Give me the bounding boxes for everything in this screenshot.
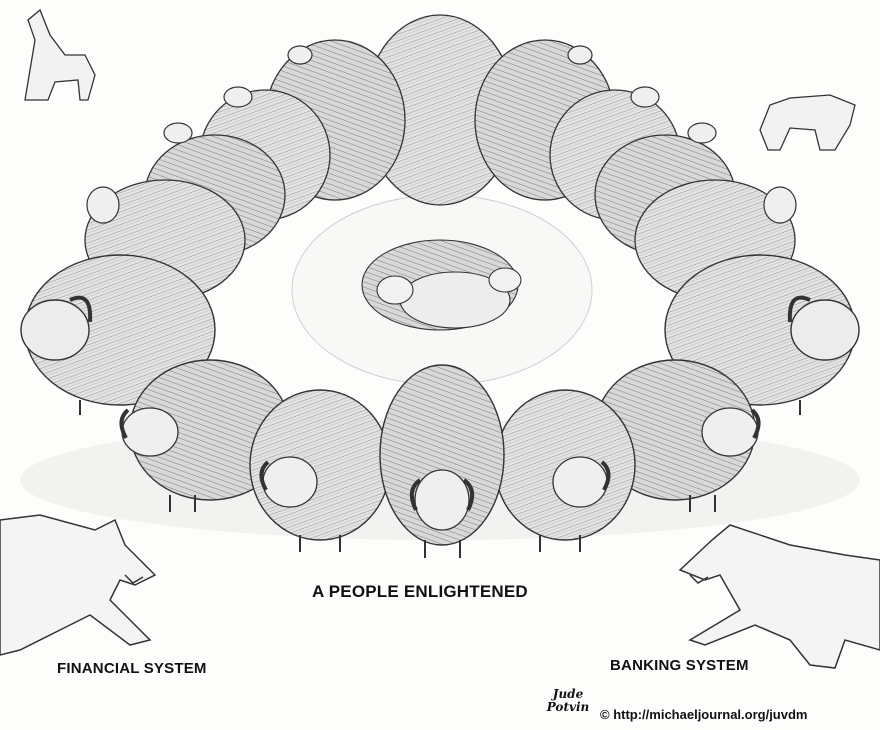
signature-first-name: Jude	[552, 687, 584, 701]
sleeping-calves	[361, 239, 522, 331]
wolf-bottom-left	[0, 514, 157, 656]
wolf-bottom-right	[678, 524, 880, 669]
copyright-credit: © http://michaeljournal.org/juvdm	[600, 707, 808, 722]
banking-system-label: BANKING SYSTEM	[610, 657, 749, 674]
ox-legs	[79, 400, 801, 558]
front-row-faces	[119, 407, 761, 531]
howling-wolf-top-left	[24, 8, 96, 101]
cartoon-caption: A PEOPLE ENLIGHTENED	[312, 582, 528, 601]
wolf-top-right	[759, 94, 856, 151]
financial-system-label: FINANCIAL SYSTEM	[57, 660, 207, 677]
signature-last-name: Potvin	[546, 700, 590, 714]
back-row-heads	[86, 45, 797, 224]
artist-signature: Jude Potvin	[533, 688, 603, 714]
